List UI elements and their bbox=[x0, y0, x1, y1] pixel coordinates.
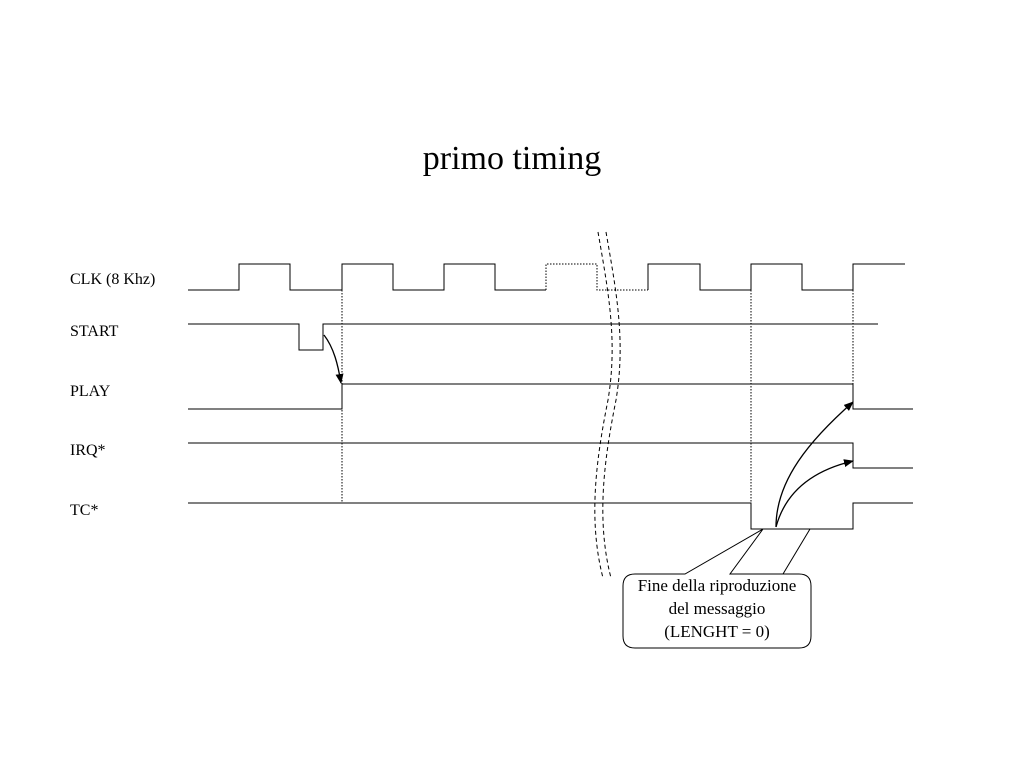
start-to-play-arrow bbox=[323, 334, 344, 384]
callout-text: Fine della riproduzione del messaggio (L… bbox=[623, 574, 811, 648]
callout-line-2: del messaggio bbox=[668, 599, 766, 618]
clk-label: CLK (8 Khz) bbox=[70, 271, 156, 288]
tc-waveform bbox=[188, 502, 913, 530]
tc-to-irq-arrow bbox=[775, 459, 854, 528]
time-break-right bbox=[602, 231, 621, 579]
callout-line-3: (LENGHT = 0) bbox=[664, 622, 770, 641]
start-waveform bbox=[188, 323, 878, 351]
clk-waveform-tail bbox=[647, 263, 905, 291]
start-label: START bbox=[70, 323, 119, 340]
tc-to-play-arrow bbox=[775, 401, 854, 528]
irq-waveform bbox=[188, 442, 913, 469]
clk-waveform bbox=[188, 263, 546, 291]
irq-label: IRQ* bbox=[70, 442, 106, 459]
callout-line-1: Fine della riproduzione bbox=[637, 576, 797, 595]
play-label: PLAY bbox=[70, 383, 111, 400]
callout-pointer bbox=[782, 528, 811, 575]
tc-label: TC* bbox=[70, 502, 99, 519]
play-waveform bbox=[188, 383, 913, 410]
diagram-title: primo timing bbox=[422, 140, 602, 177]
time-break-left bbox=[594, 231, 613, 579]
clk-waveform-dotted bbox=[545, 263, 648, 291]
callout-bubble bbox=[622, 528, 812, 649]
